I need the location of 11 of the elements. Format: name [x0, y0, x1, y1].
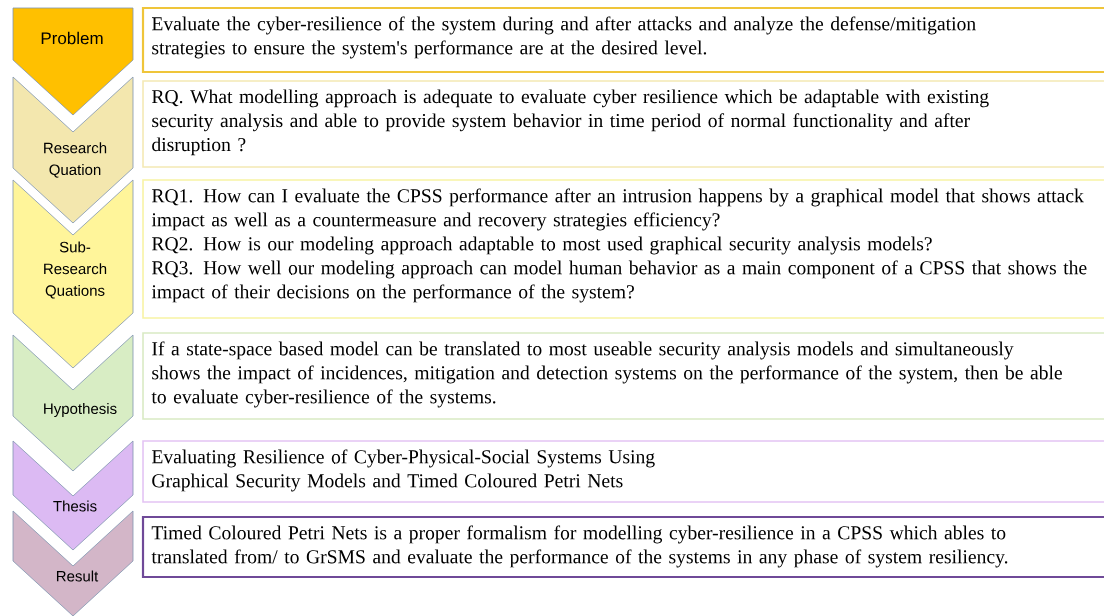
text-box: Evaluate the cyber-resilience of the system during and after attacks and analyze the defense/mitigation strategies to ensure the system's performance are at the desired level.	[141, 6, 1104, 74]
text-box: Evaluating Resilience of Cyber-Physical-Social Systems Using Graphical Security Models and Timed Coloured Petri Nets	[142, 440, 1104, 503]
text-box: RQ1. How can I evaluate the CPSS performance after an intrusion happens by a graphical model that shows attack impact as well as a countermeasure and recovery strategies efficiency? RQ2. How is our modeling approach adaptable to most used graphical security analysis models? RQ3. How well our modeling approach can model human behavior as a main component of a CPSS that shows the impact of their decisions on the performance of the system?	[142, 179, 1104, 319]
text-box: RQ. What modelling approach is adequate to evaluate cyber resilience which be adaptable with existing security analysis and able to provide system behavior in time period of normal functionality and after disruption ?	[142, 80, 1104, 168]
stage-banner: Thesis	[12, 440, 134, 551]
stage-banner: Problem	[12, 7, 134, 116]
text-box: Timed Coloured Petri Nets is a proper formalism for modelling cyber-resilience in a CPSS which ables to translated from/ to GrSMS and evaluate the performance of the systems in any phase of system resiliency.	[141, 515, 1104, 579]
text-box: If a state-space based model can be translated to most useable security analysis models and simultaneously shows the impact of incidences, mitigation and detection systems on the performance of the system, then be able to evaluate cyber-resilience of the systems.	[142, 332, 1104, 420]
stage-banner: Hypothesis	[12, 334, 134, 472]
stage-banner: Sub-Research Quations	[12, 179, 134, 369]
stage-banner: Research Quation	[12, 76, 134, 224]
